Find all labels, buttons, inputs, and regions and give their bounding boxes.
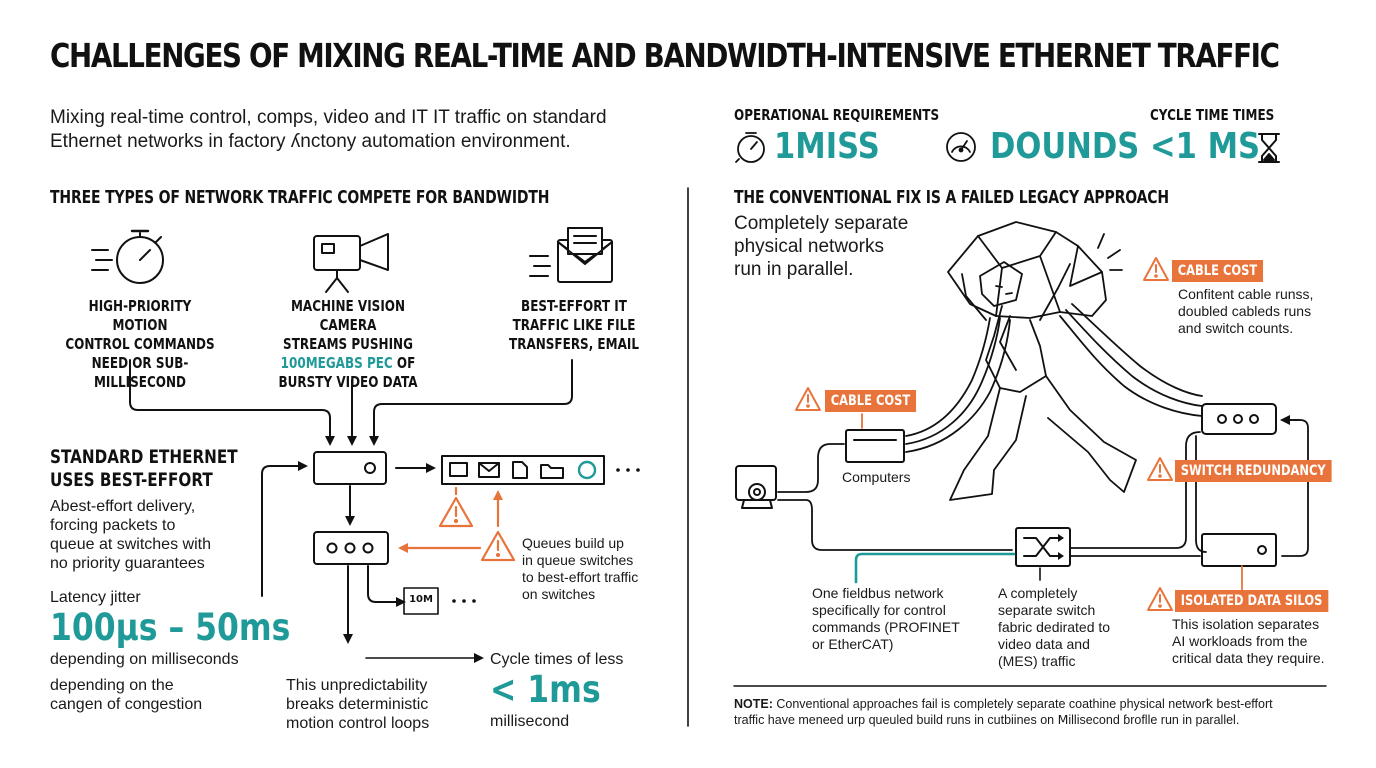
latency-desc-1: depending on milliseconds [50,651,239,668]
person-carrying-load-illustration [947,221,1137,501]
stopwatch-icon [91,229,164,284]
section-title-legacy: THE CONVENTIONAL FIX IS A FAILED LEGACY … [734,188,1169,208]
email-icon [529,227,613,283]
parallel-cables [905,303,1203,453]
cycle-value: < 1ms [490,668,601,711]
standard-ethernet-title: STANDARD ETHERNET USES BEST-EFFORT [50,446,238,491]
traffic-label-motion: HIGH-PRIORITY MOTION CONTROL COMMANDS NE… [65,297,215,391]
gauge-icon [946,132,976,162]
footnote: NOTE: Conventional approaches fail is co… [734,697,1273,727]
operational-requirements-label: OPERATIONAL REQUIREMENTS [734,106,940,124]
connector-motion [129,359,331,441]
hourglass-icon [1258,133,1280,163]
cycle-unit: millisecond [490,713,570,730]
metric-value-2: DOUNDS [990,126,1140,167]
intro-text: Mixing real-time control, comps, video a… [50,106,670,154]
packet-queue [441,455,605,485]
switch-fabric-note: A completely separate switch fabric dedi… [998,585,1111,669]
unpredictability-note: This unpredictability breaks determinist… [286,677,430,732]
traffic-label-vision: MACHINE VISION CAMERA STREAMS PUSHING 10… [278,297,418,391]
cable-cost-note: Confitent cable runss, doubled cableds r… [1178,286,1314,336]
metric-value-1: 1MISS [774,126,880,167]
fieldbus-note: One fieldbus network specifically for co… [812,585,960,652]
badge-isolated-data-silos: ISOLATED DATA SILOS [1175,590,1329,612]
switch-fabric-icon [1015,527,1071,567]
camera-device [735,465,777,509]
legacy-subtitle: Completely separate physical networks ru… [734,213,909,280]
warning-icon [795,257,1173,611]
latency-label: Latency jitter [50,589,141,606]
router-device [1201,403,1277,435]
box-10m-label: 10M [409,594,433,605]
isolation-note: This isolation separates AI workloads fr… [1172,616,1325,666]
computers-label: Computers [842,469,911,485]
vision-bandwidth-highlight: 100MEGABS PEC [280,354,393,372]
standard-ethernet-desc: Abest-effort delivery, forcing packets t… [50,498,211,572]
fieldbus-line [854,552,1016,584]
network-switch [313,531,389,565]
section-title-traffic: THREE TYPES OF NETWORK TRAFFIC COMPETE F… [50,188,550,208]
latency-value: 100µs – 50ms [50,606,291,649]
badge-cable-cost-left: CABLE COST [825,390,916,412]
page-title: CHALLENGES OF MIXING REAL-TIME AND BANDW… [50,36,1280,75]
metric-value-3: <1 MS [1150,126,1261,167]
intro-line-2: Ethernet networks in factory ʎnctony aut… [50,131,571,152]
traffic-label-it: BEST-EFFORT IT TRAFFIC LIKE FILE TRANSFE… [509,297,639,353]
stopwatch-icon [735,132,765,163]
computers-device [845,429,905,463]
badge-cable-cost-top: CABLE COST [1172,260,1263,282]
data-silo-device [1201,533,1277,567]
cycle-label: Cycle times of less [490,651,624,668]
connector-it [373,359,573,441]
connector-latency [261,465,301,597]
intro-line-1: Mixing real-time control, comps, video a… [50,107,607,128]
cycle-times-label: CYCLE TIME TIMES [1150,106,1275,124]
footnote-label: NOTE: [734,697,773,711]
box-10m [403,587,439,615]
badge-switch-redundancy: SWITCH REDUNDANCY [1175,460,1332,482]
ethernet-device-top [313,451,387,485]
video-camera-icon [313,233,389,293]
queue-note: Queues build up in queue switches to bes… [522,535,639,602]
latency-desc-2: depending on the cangen of congestion [50,677,203,713]
warning-icon [398,486,516,562]
